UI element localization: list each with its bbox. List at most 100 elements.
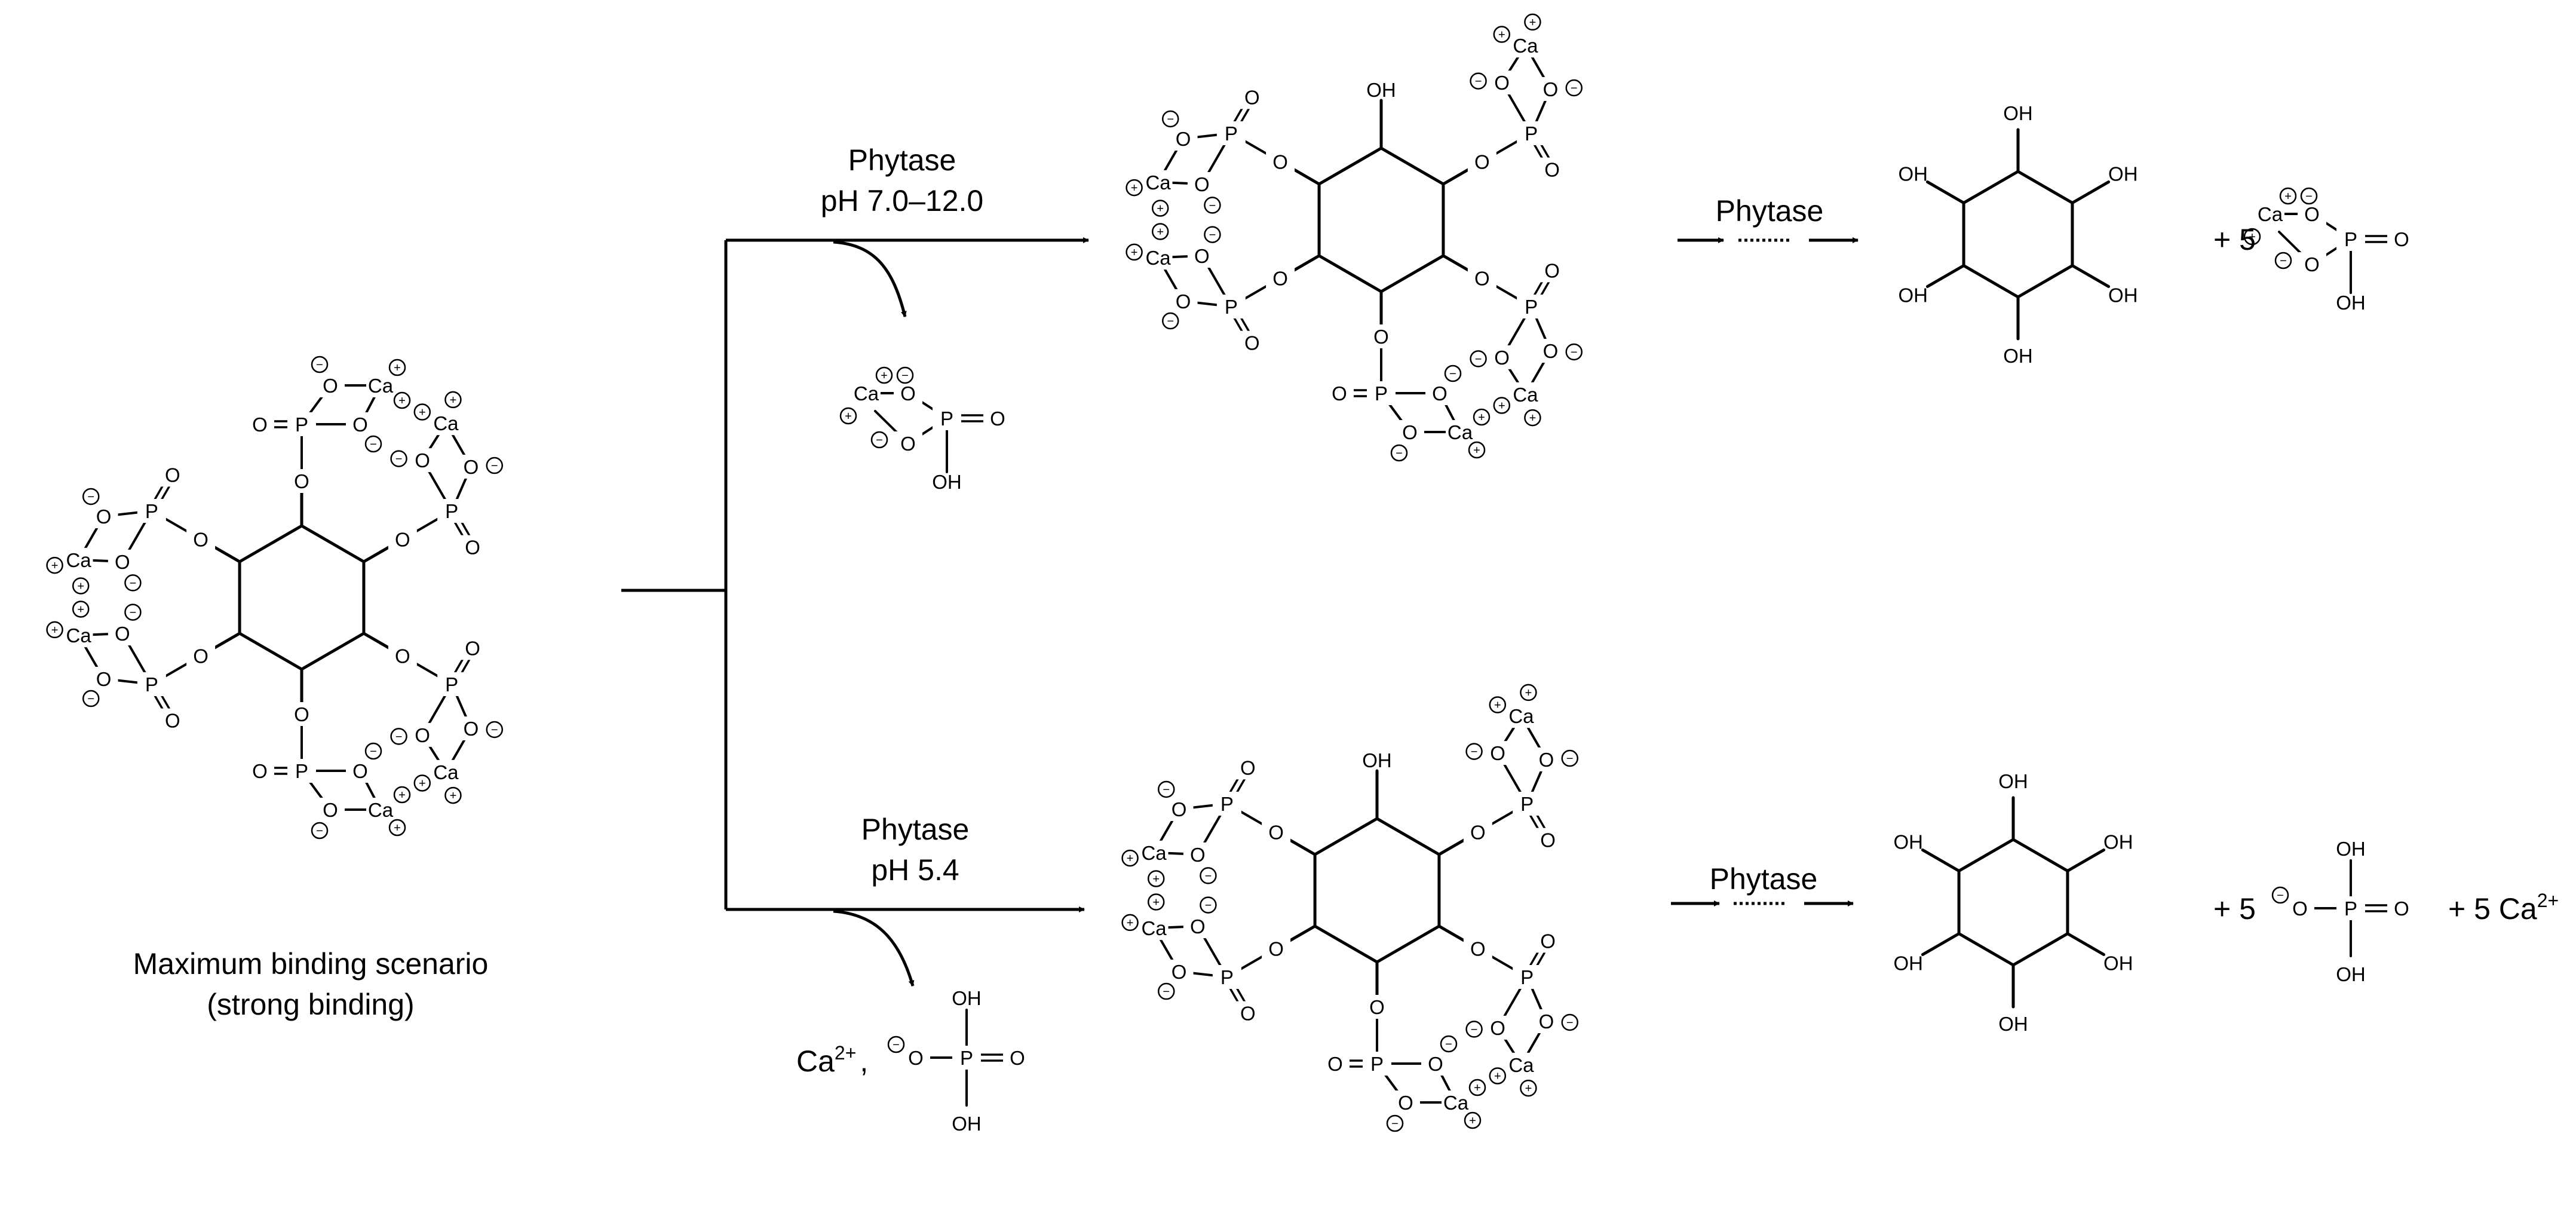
chelating-oxygen: O xyxy=(1176,290,1191,313)
charge-sign: + xyxy=(1494,1070,1501,1083)
plus-charge-icon xyxy=(1520,1079,1537,1097)
atom-mask xyxy=(1511,33,1540,58)
atom-mask xyxy=(186,644,216,668)
phosphorus-atom: P xyxy=(1520,966,1534,988)
plus-charge-icon xyxy=(839,407,857,425)
atom-mask xyxy=(1483,741,1513,765)
anionic-oxygen: O xyxy=(2292,897,2308,920)
ph-condition-top: pH 7.0–12.0 xyxy=(821,184,983,218)
minus-charge-icon xyxy=(486,721,503,739)
chelating-oxygen: O xyxy=(1402,421,1418,443)
hydroxyl-group: OH xyxy=(2108,163,2138,185)
plus-charge-icon xyxy=(1126,179,1143,197)
bond xyxy=(1962,264,2020,299)
atom-mask xyxy=(137,672,166,696)
charge-sign: − xyxy=(130,606,137,620)
minus-charge-icon xyxy=(124,574,142,592)
atom-mask xyxy=(1367,381,1396,405)
phosphoryl-oxygen: O xyxy=(465,637,480,659)
minus-charge-icon xyxy=(390,450,407,467)
phosphorus-atom: P xyxy=(295,760,308,782)
charge-sign: + xyxy=(1127,852,1134,865)
atom-mask xyxy=(1463,936,1492,961)
charge-sign: − xyxy=(1475,75,1482,88)
minus-charge-icon xyxy=(1200,896,1217,914)
atom-mask xyxy=(1538,258,1567,283)
chelating-oxygen: O xyxy=(1494,347,1510,369)
anionic-oxygen: O xyxy=(908,1047,924,1069)
phytate-calcium-complex-left: OOOCa−−++POOOOCa−−++POOOOCa−−++POOOOCa−−… xyxy=(46,356,503,840)
charge-sign: + xyxy=(1469,1114,1476,1128)
phosphoryl-oxygen: O xyxy=(1244,332,1260,354)
minus-charge-icon xyxy=(364,435,382,453)
charge-sign: + xyxy=(845,410,852,423)
hydroxyl-group: OH xyxy=(1362,749,1392,771)
atom-mask xyxy=(346,759,375,783)
atom-mask xyxy=(1139,840,1169,865)
minus-charge-icon xyxy=(887,1036,905,1053)
minus-charge-icon xyxy=(870,431,888,449)
bridge-oxygen: O xyxy=(193,645,208,667)
minus-charge-icon xyxy=(896,366,914,384)
bond xyxy=(1317,254,1383,293)
chelating-oxygen: O xyxy=(415,449,430,471)
chelating-oxygen: O xyxy=(1490,1017,1505,1039)
coefficient-bottom: + 5 xyxy=(2213,892,2256,926)
calcium-atom: Ca xyxy=(66,549,91,571)
atom-mask xyxy=(1534,929,1563,953)
atom-mask xyxy=(431,759,461,784)
chelating-oxygen: O xyxy=(1194,245,1210,267)
minus-charge-icon xyxy=(1158,780,1175,798)
minus-charge-icon xyxy=(1565,79,1583,97)
atom-mask xyxy=(89,504,118,529)
phosphoryl-oxygen: O xyxy=(1544,259,1560,281)
charge-sign: + xyxy=(450,394,457,407)
atom-mask xyxy=(894,381,922,405)
phosphoryl-oxygen: O xyxy=(165,710,180,732)
minus-charge-icon xyxy=(1162,312,1179,330)
charge-sign: − xyxy=(1471,1023,1478,1036)
bond xyxy=(2011,838,2069,872)
bond xyxy=(238,632,303,671)
phosphoryl-oxygen: O xyxy=(252,413,268,436)
charge-sign: + xyxy=(419,406,426,419)
plus-charge-icon xyxy=(1489,696,1507,713)
plus-charge-icon xyxy=(46,621,63,639)
atom-mask xyxy=(1511,382,1540,406)
plus-charge-icon xyxy=(1524,409,1541,427)
calcium-atom: Ca xyxy=(1145,247,1171,269)
calcium-atom: Ca xyxy=(1145,171,1171,194)
charge-sign: − xyxy=(1209,229,1216,242)
chelating-oxygen: O xyxy=(1494,72,1510,94)
minus-charge-icon xyxy=(1465,1021,1483,1038)
chelating-oxygen: O xyxy=(96,668,112,690)
charge-sign: − xyxy=(395,453,403,466)
atom-mask xyxy=(246,412,274,436)
charge-sign: − xyxy=(893,1039,900,1052)
plus-charge-icon xyxy=(444,391,462,409)
atom-mask xyxy=(431,411,461,436)
phosphorus-atom: P xyxy=(1525,296,1538,318)
charge-sign: + xyxy=(1498,399,1505,412)
phosphoryl-oxygen: O xyxy=(1540,930,1556,952)
atom-mask xyxy=(64,547,93,572)
atom-mask xyxy=(2298,202,2326,226)
chelating-oxygen: O xyxy=(1432,382,1448,405)
phosphoryl-oxygen: O xyxy=(1327,1053,1343,1075)
phosphorus-atom: P xyxy=(1370,1053,1384,1075)
byproduct-separator: , xyxy=(860,1044,868,1078)
branch-lines xyxy=(621,237,1089,987)
phytate-intermediate-bottom: OHOOOCa−−++POOOOCa−−++POOOOCa−−++POOOOCa… xyxy=(1121,684,1578,1132)
atom-mask xyxy=(1536,339,1565,363)
charge-sign: + xyxy=(1525,1082,1532,1095)
plus-charge-icon xyxy=(1468,1079,1486,1096)
plus-charge-icon xyxy=(1126,243,1143,261)
plus-charge-icon xyxy=(1493,26,1511,43)
plus-charge-icon xyxy=(1121,849,1139,867)
atom-mask xyxy=(1532,747,1561,771)
minus-charge-icon xyxy=(1465,743,1483,760)
phosphorus-atom: P xyxy=(145,500,158,522)
atom-mask xyxy=(1233,755,1262,780)
